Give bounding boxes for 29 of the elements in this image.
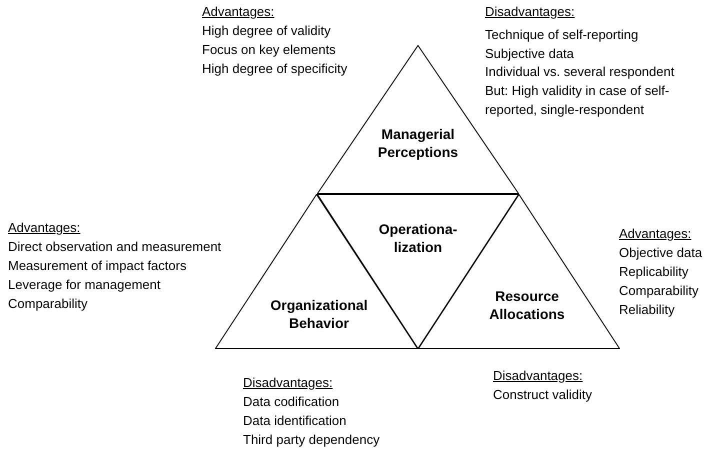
list-item: High degree of specificity — [202, 60, 348, 78]
list-item: High degree of validity — [202, 22, 331, 40]
list-item: Third party dependency — [243, 431, 380, 449]
segment-title: Organizational Behavior — [269, 296, 369, 332]
segment-title: Resource Allocations — [488, 287, 566, 323]
segment-title: Operationa- lization — [378, 220, 458, 256]
list-item: Construct validity — [493, 386, 592, 404]
list-item: Objective data — [619, 244, 702, 262]
list-item: Subjective data — [485, 45, 574, 63]
list-item: Measurement of impact factors — [8, 257, 186, 275]
list-item: Individual vs. several respondent — [485, 63, 674, 81]
list-item: Reliability — [619, 301, 675, 319]
list-heading: Disadvantages: — [485, 3, 575, 21]
list-item: Leverage for management — [8, 276, 160, 294]
segment-title: Managerial Perceptions — [376, 125, 460, 161]
list-item: Data codification — [243, 393, 340, 411]
list-item: But: High validity in case of self-reported, single-respondent — [485, 82, 670, 119]
list-item: Data identification — [243, 412, 346, 430]
list-item: Focus on key elements — [202, 41, 336, 59]
list-item: Replicability — [619, 263, 688, 281]
list-item: Technique of self-reporting — [485, 26, 638, 44]
list-heading: Advantages: — [202, 3, 274, 21]
list-heading: Disadvantages: — [243, 374, 333, 392]
list-item: Direct observation and measurement — [8, 238, 222, 256]
list-item: Comparability — [619, 282, 698, 300]
list-item: Comparability — [8, 295, 88, 313]
list-heading: Advantages: — [8, 219, 80, 237]
list-heading: Disadvantages: — [493, 367, 583, 385]
list-heading: Advantages: — [619, 225, 692, 243]
